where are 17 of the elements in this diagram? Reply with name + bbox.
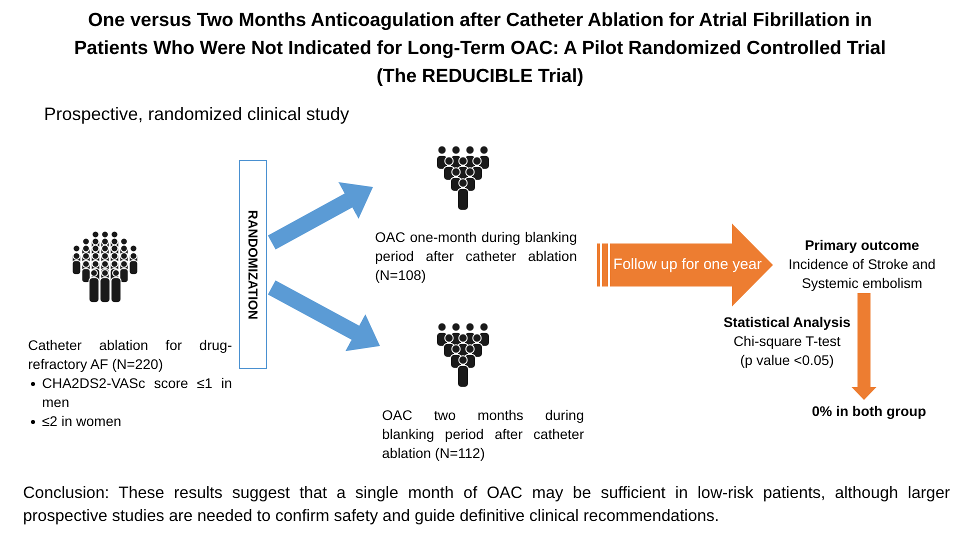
title-text: One versus Two Months Anticoagulation after Catheter Ablation for Atrial Fibrillation in Patients Who Were Not Indicated for Long-Term OAC: A Pilot Randomized Controlled Trial (The REDUCIBLE Trial)	[73, 9, 887, 89]
subtitle-text: Prospective, randomized clinical study	[44, 103, 350, 125]
result-text: 0% in both group	[810, 402, 928, 421]
randomization-box: RANDOMIZATION	[239, 160, 267, 369]
body-text: Incidence of Stroke and Systemic embolism	[787, 255, 937, 293]
heading-text: Primary outcome	[804, 236, 920, 255]
bullet-item: ≤2 in women	[28, 412, 232, 431]
conclusion-text: Conclusion: These results suggest that a single month of OAC may be sufficient in low-risk patients, although larger prospective studies are needed to confirm safety and guide definitive clinical recommendations.	[23, 483, 950, 527]
block-arrow	[852, 293, 876, 400]
block-arrow	[596, 224, 773, 306]
edge-label: Follow up for one year	[613, 256, 762, 274]
description-text: Catheter ablation for drug-refractory AF (N=220)	[28, 336, 232, 374]
description-text: OAC one-month during blanking period after catheter ablation (N=108)	[375, 228, 577, 285]
heading-text: Statistical Analysis	[722, 313, 852, 332]
description-text: OAC two months during blanking period after catheter ablation (N=112)	[382, 406, 584, 463]
bullet-item: CHA2DS2-VASc score ≤1 in men	[28, 374, 232, 412]
body-text: Chi-square T-test (p value <0.05)	[732, 332, 842, 370]
